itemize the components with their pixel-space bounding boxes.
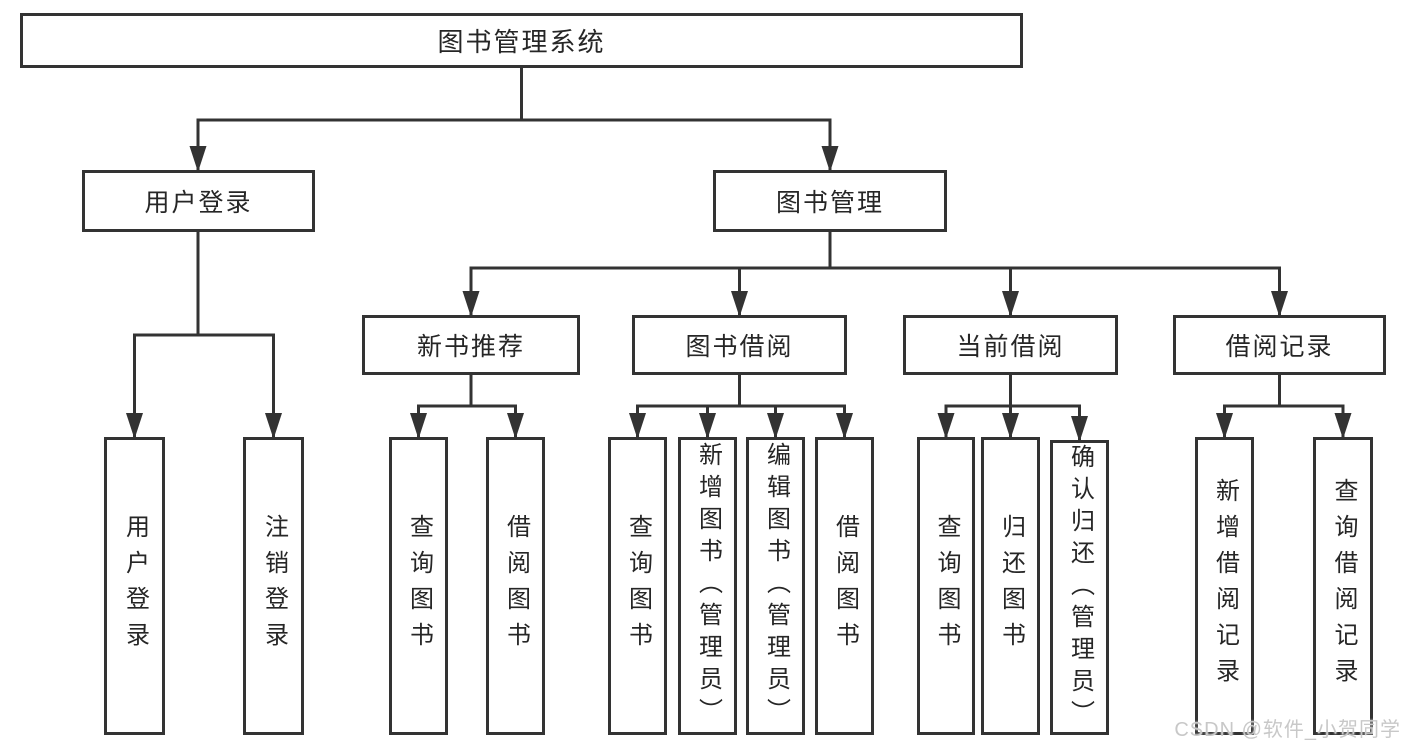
node-borrow-records: 借阅记录 xyxy=(1173,315,1386,375)
leaf-confirm-return-admin: 确认归还（管理员） xyxy=(1050,440,1109,735)
node-new-book-recommend: 新书推荐 xyxy=(362,315,580,375)
node-user-login: 用户登录 xyxy=(82,170,315,232)
leaf-user-login: 用户登录 xyxy=(104,437,165,735)
leaf-query-books-borrow: 查询图书 xyxy=(608,437,667,735)
leaf-return-books: 归还图书 xyxy=(981,437,1040,735)
leaf-logout-login: 注销登录 xyxy=(243,437,304,735)
csdn-watermark: CSDN @软件_小贺同学 xyxy=(1174,719,1401,741)
node-book-management: 图书管理 xyxy=(713,170,947,232)
leaf-add-borrow-record: 新增借阅记录 xyxy=(1195,437,1254,735)
leaf-edit-book-admin: 编辑图书（管理员） xyxy=(746,437,805,735)
node-book-borrow: 图书借阅 xyxy=(632,315,847,375)
leaf-query-borrow-record: 查询借阅记录 xyxy=(1313,437,1373,735)
leaf-query-books-recommend: 查询图书 xyxy=(389,437,448,735)
leaf-borrow-books: 借阅图书 xyxy=(815,437,874,735)
leaf-borrow-books-recommend: 借阅图书 xyxy=(486,437,545,735)
leaf-query-books-current: 查询图书 xyxy=(917,437,975,735)
leaf-add-book-admin: 新增图书（管理员） xyxy=(678,437,737,735)
node-library-management-system: 图书管理系统 xyxy=(20,13,1023,68)
node-current-borrow: 当前借阅 xyxy=(903,315,1118,375)
